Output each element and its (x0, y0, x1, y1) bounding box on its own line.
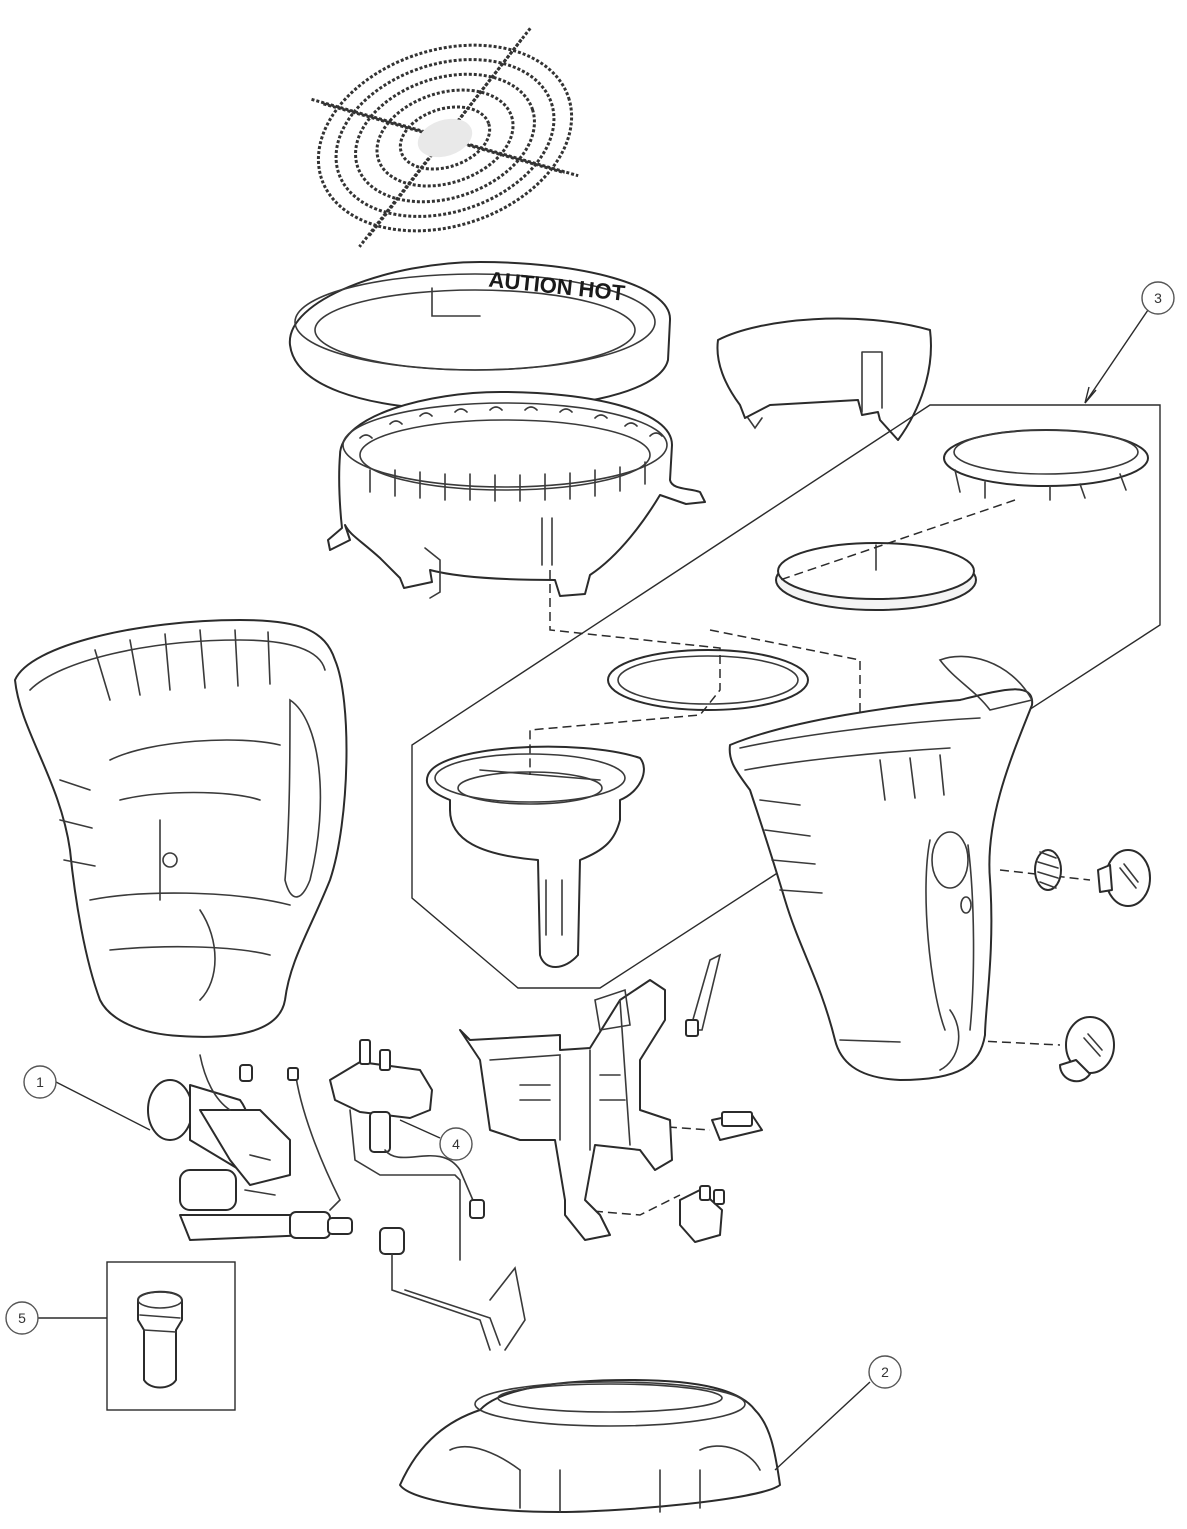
left-housing-shell (14, 619, 348, 1038)
wire-grill-guard (311, 27, 579, 248)
kit-top-ring (943, 429, 1149, 501)
kit-group-3-frame (411, 404, 1161, 989)
control-knob-upper (1097, 849, 1151, 907)
control-knob-lower (1059, 1016, 1115, 1083)
regulator-detail-box (106, 1261, 236, 1411)
callout-4-label: 4 (452, 1136, 460, 1152)
callout-1: 1 (23, 1065, 151, 1131)
callout-2: 2 (774, 1355, 902, 1471)
side-cover-shell (716, 317, 932, 441)
base-pedestal (399, 1379, 781, 1513)
callout-4: 4 (399, 1119, 473, 1161)
knob-spring (1034, 849, 1062, 891)
callout-2-label: 2 (881, 1364, 889, 1380)
top-caution-ring: AUTION HOT (288, 261, 672, 412)
callout-5: 5 (5, 1301, 107, 1335)
thermal-sensor (679, 1185, 725, 1243)
igniter-assembly (329, 1039, 526, 1351)
callout-5-label: 5 (18, 1310, 26, 1326)
right-housing-shell (728, 655, 1034, 1081)
rocker-switch (711, 1111, 763, 1141)
housing-vent-slots (359, 406, 663, 502)
callout-3-label: 3 (1154, 290, 1162, 306)
mounting-bracket (459, 953, 722, 1241)
kit-burner-bowl (425, 745, 645, 968)
gas-valve-assembly (147, 1054, 353, 1241)
callout-3: 3 (1084, 281, 1175, 404)
kit-disc (775, 542, 977, 611)
burner-housing (327, 391, 706, 599)
callout-1-label: 1 (36, 1074, 44, 1090)
kit-gasket-ring (607, 649, 809, 711)
